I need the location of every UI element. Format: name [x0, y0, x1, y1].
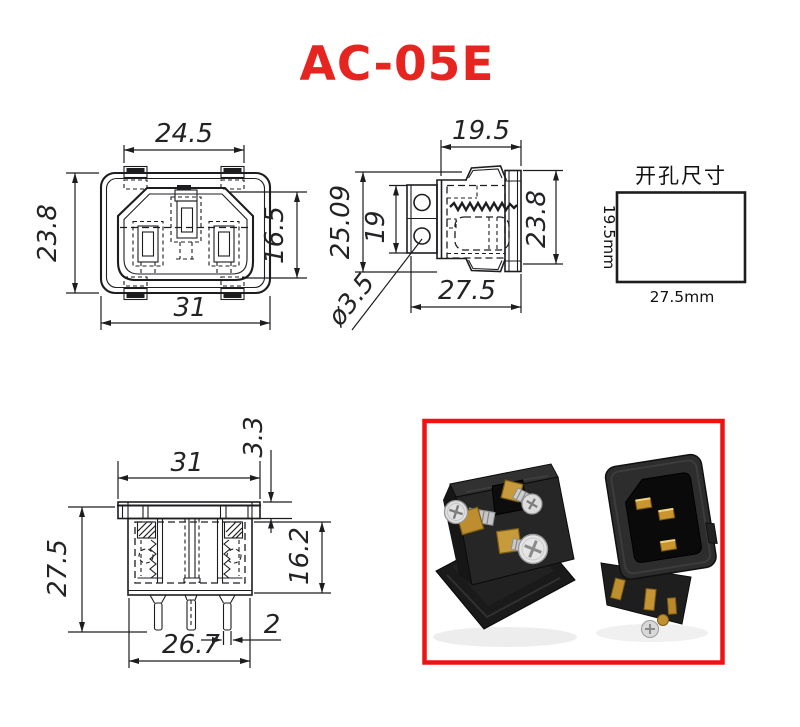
cutout-rectangle [615, 191, 747, 284]
front-dim-bottom-label: 31 [173, 293, 206, 323]
front-dim-top: 24.5 [123, 119, 245, 163]
bottom-dim-bottom-label: 26.7 [162, 630, 220, 660]
front-socket-face [116, 185, 255, 282]
bottom-dim-body: 16.2 [254, 521, 331, 594]
side-mount-panel [406, 184, 438, 254]
screw-terminal-top [500, 479, 543, 515]
front-dim-top-label: 24.5 [155, 119, 213, 149]
bottom-dim-flange: 3.3 [239, 416, 292, 533]
side-view-drawing: 19.5 25.09 19 23.8 27.5 ø3.5 [322, 116, 563, 333]
side-dim-right: 23.8 [522, 169, 563, 265]
side-dim-bottom-label: 27.5 [438, 276, 496, 306]
bottom-dim-left-label: 27.5 [43, 539, 73, 597]
side-dim-panel-label: 19 [361, 210, 391, 243]
bottom-dim-top-label: 31 [170, 448, 203, 478]
front-flange-outline [99, 171, 272, 295]
side-dim-bottom: 27.5 [410, 256, 522, 313]
front-mounting-tabs [123, 165, 245, 301]
cutout-heading: 开孔尺寸 [635, 164, 727, 188]
cutout-height-label: 19.5mm [600, 205, 618, 270]
bottom-body [127, 517, 253, 596]
bottom-dim-pin: 2 [201, 610, 281, 645]
front-dim-left: 23.8 [33, 172, 99, 294]
latch-tab [705, 522, 718, 544]
bottom-view-drawing: 31 3.3 27.5 16.2 2 26.7 [43, 416, 331, 668]
connector-back-view [435, 463, 576, 630]
side-body [436, 165, 522, 273]
bottom-dim-left: 27.5 [43, 506, 147, 633]
side-dim-left: 25.09 [326, 171, 462, 273]
side-dim-panel: 19 [361, 184, 407, 254]
side-dim-hole-label: ø3.5 [322, 268, 382, 332]
front-dim-socket-label: 16.5 [260, 206, 290, 264]
side-dim-top: 19.5 [440, 116, 522, 176]
bottom-dim-body-label: 16.2 [285, 527, 315, 585]
product-photo [422, 418, 725, 665]
bottom-dim-pin-label: 2 [264, 610, 281, 640]
page-title: AC-05E [300, 37, 495, 92]
bottom-dim-bottom: 26.7 [128, 598, 251, 668]
cutout-width-label: 27.5mm [650, 288, 715, 306]
side-mount-hole-bottom [413, 227, 431, 245]
side-dim-right-label: 23.8 [522, 190, 552, 248]
front-dim-socket: 16.5 [230, 191, 307, 279]
front-view-drawing: 24.5 23.8 16.5 31 [33, 119, 307, 330]
screw-terminal-left [443, 499, 496, 536]
side-dim-left-label: 25.09 [326, 185, 356, 259]
screw-terminal-bottom [495, 527, 549, 565]
side-mount-hole-top [413, 193, 431, 212]
front-dim-bottom: 31 [100, 293, 271, 330]
bottom-dim-flange-label: 3.3 [239, 416, 269, 457]
bottom-flange [116, 501, 262, 520]
side-dim-top-label: 19.5 [452, 116, 510, 146]
cutout-diagram: 开孔尺寸 19.5mm 27.5mm [600, 164, 747, 306]
front-dim-left-label: 23.8 [33, 204, 63, 262]
connector-front-view [600, 453, 718, 638]
bottom-dim-top: 31 [117, 448, 261, 499]
gold-pins [634, 497, 678, 552]
bottom-pins [149, 594, 236, 631]
